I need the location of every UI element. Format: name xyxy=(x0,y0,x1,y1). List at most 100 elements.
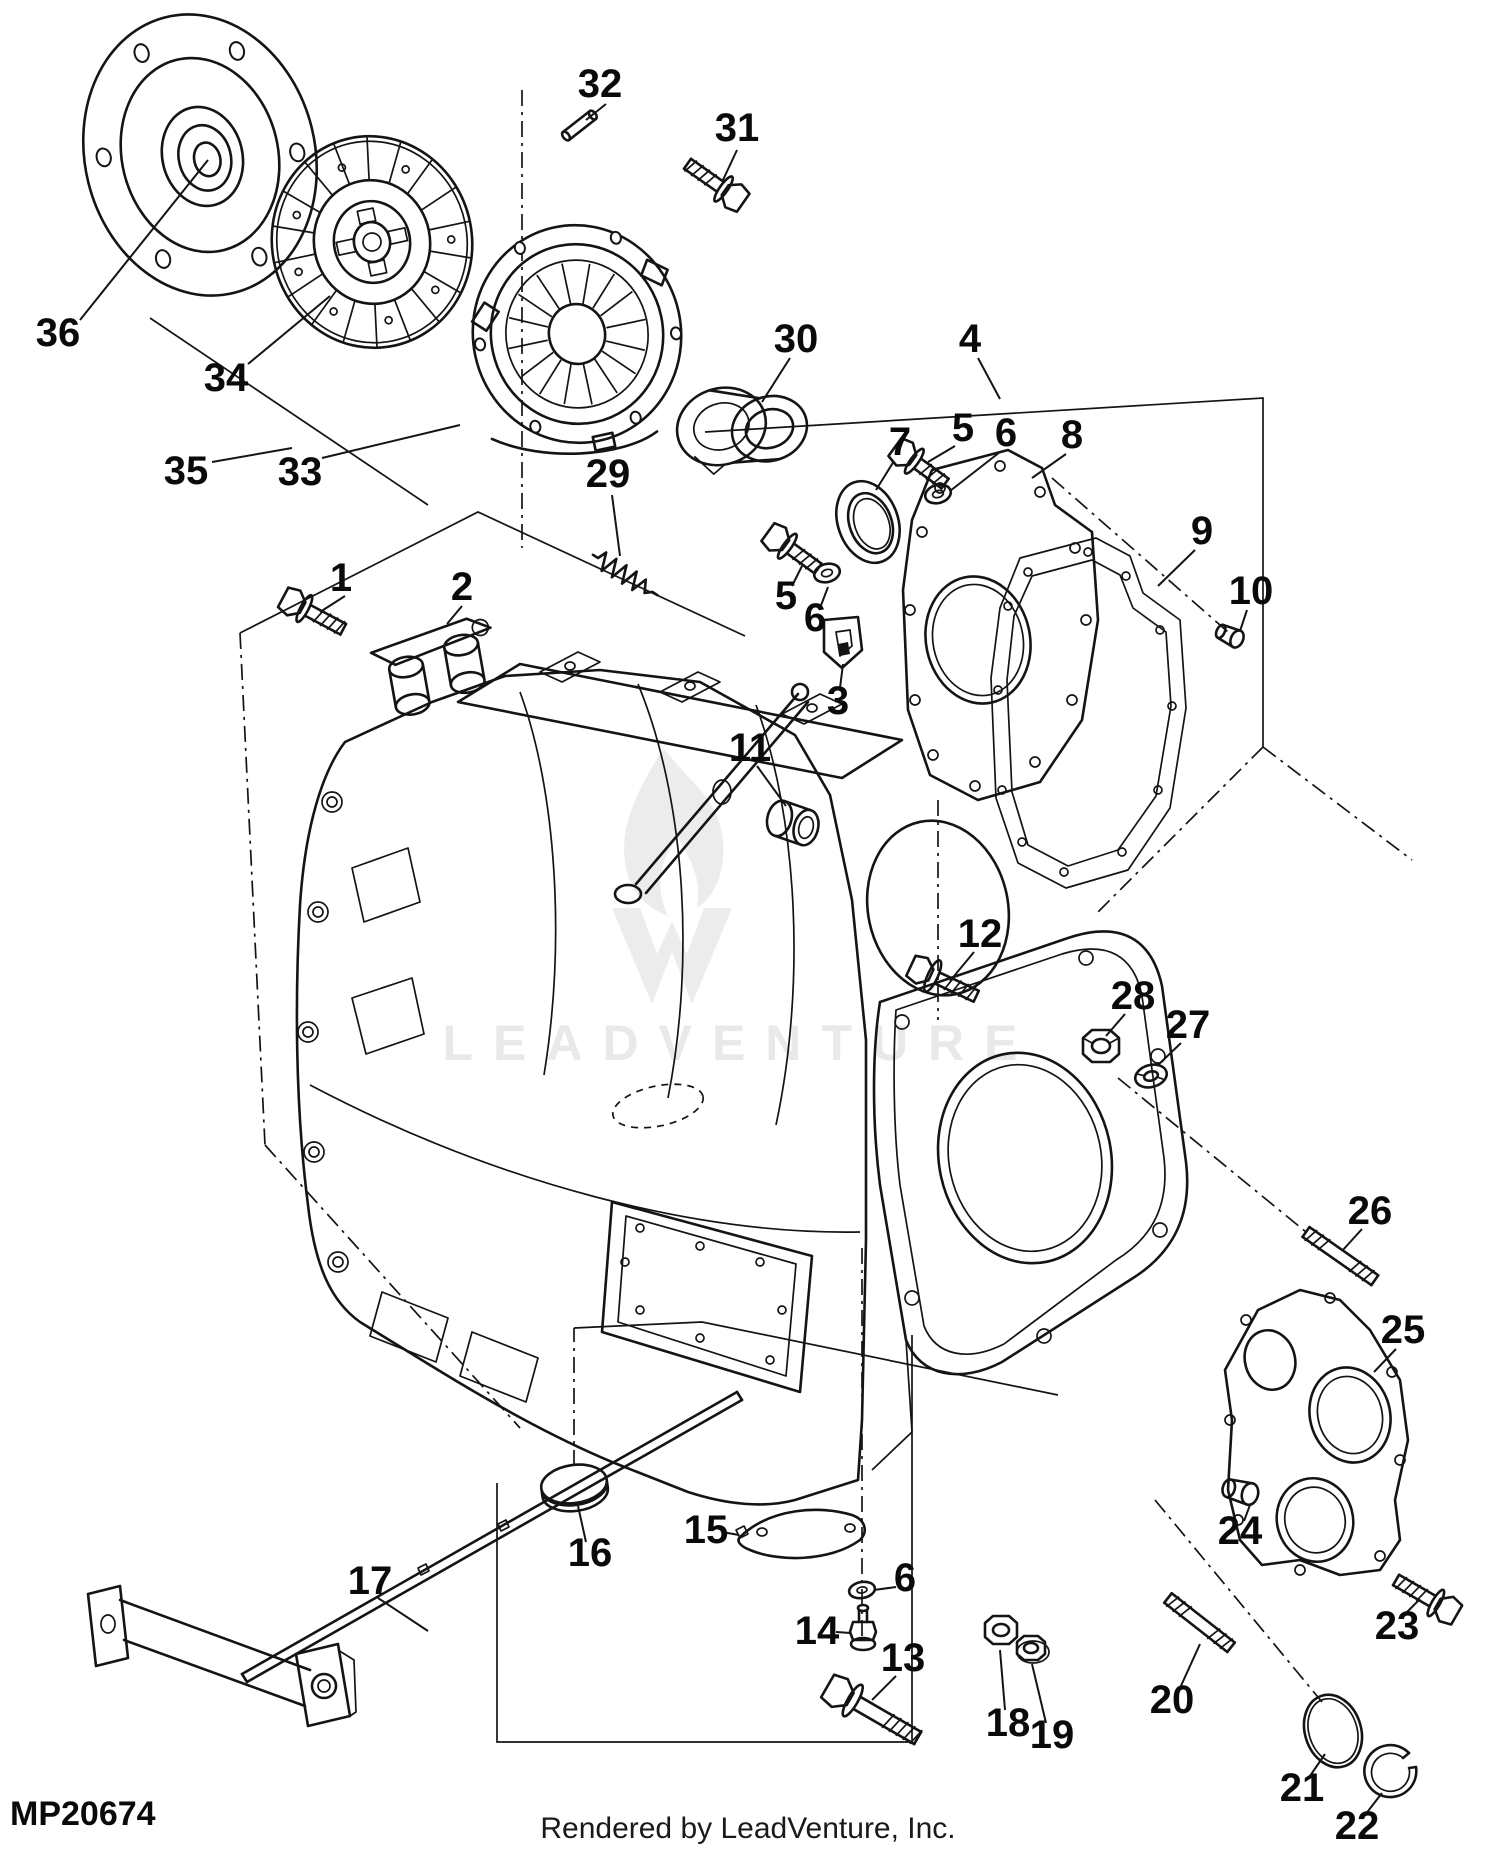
leader-line-27 xyxy=(1156,1042,1182,1067)
leader-line-5 xyxy=(927,445,956,463)
pivot-bracket xyxy=(369,617,492,716)
callout-30: 30 xyxy=(774,317,819,361)
rear-cover-holes xyxy=(1224,1292,1406,1576)
callout-29: 29 xyxy=(586,452,631,496)
leader-line-5 xyxy=(791,565,803,587)
callout-35: 35 xyxy=(164,449,209,493)
callout-16: 16 xyxy=(568,1531,613,1575)
cover-gasket xyxy=(990,537,1187,889)
leader-line-29 xyxy=(611,494,621,557)
callout-31: 31 xyxy=(715,106,760,150)
callout-11: 11 xyxy=(729,726,771,770)
vent-plug-14 xyxy=(848,1603,878,1652)
snap-ring xyxy=(1363,1743,1418,1799)
callout-17: 17 xyxy=(348,1559,393,1603)
callout-28: 28 xyxy=(1111,974,1156,1018)
callout-34: 34 xyxy=(204,356,249,400)
spring xyxy=(591,551,659,597)
drawing-code: MP20674 xyxy=(10,1795,156,1833)
leader-line-4 xyxy=(977,357,1001,400)
washer-6-bottom xyxy=(847,1580,877,1600)
retainer-clip xyxy=(822,615,864,670)
plate-bolt-holes xyxy=(904,460,1092,792)
callout-9: 9 xyxy=(1191,509,1213,553)
release-bearing xyxy=(675,386,809,475)
leader-line-32 xyxy=(585,103,607,121)
cover-lugs xyxy=(470,258,669,452)
footer-credit: Rendered by LeadVenture, Inc. xyxy=(540,1812,955,1845)
front-cover-plate xyxy=(901,448,1100,802)
callout-1: 1 xyxy=(330,556,352,600)
callout-4: 4 xyxy=(959,317,982,361)
callout-19: 19 xyxy=(1030,1713,1075,1757)
leadventure-watermark: LEADVENTURE xyxy=(442,748,1037,1071)
damper-springs xyxy=(335,207,409,277)
leader-line-14 xyxy=(835,1631,852,1634)
nut-28 xyxy=(1081,1028,1121,1064)
leader-line-9 xyxy=(1157,549,1196,587)
callout-24: 24 xyxy=(1218,1509,1263,1553)
rear-cover xyxy=(1223,1288,1410,1577)
flange-nut-19 xyxy=(1015,1634,1050,1664)
leader-line-11 xyxy=(756,765,787,807)
callout-21: 21 xyxy=(1280,1766,1325,1810)
leader-line-10 xyxy=(1239,609,1248,632)
callout-33: 33 xyxy=(278,450,323,494)
clutch-disc xyxy=(270,134,474,350)
pressure-plate xyxy=(470,223,683,455)
callout-22: 22 xyxy=(1335,1804,1380,1848)
cover-disc xyxy=(1302,1693,1364,1769)
clutch-rod xyxy=(240,1390,744,1684)
leader-line-12 xyxy=(949,951,975,982)
callout-6: 6 xyxy=(894,1556,916,1600)
bolt-31 xyxy=(682,157,751,214)
callout-6: 6 xyxy=(995,411,1017,455)
plug-10 xyxy=(1214,623,1245,649)
leader-line-1 xyxy=(319,595,346,613)
callout-27: 27 xyxy=(1166,1003,1211,1047)
callout-36: 36 xyxy=(36,311,81,355)
leader-line-24 xyxy=(1243,1504,1251,1522)
oil-seal xyxy=(835,479,901,565)
leader-line-6 xyxy=(873,1586,897,1591)
washer-6-upper xyxy=(923,483,953,505)
bolt-1 xyxy=(276,586,348,636)
case-bosses xyxy=(297,791,349,1273)
callout-13: 13 xyxy=(881,1636,926,1680)
rivets xyxy=(292,163,456,325)
callout-14: 14 xyxy=(795,1609,840,1653)
leader-line-17 xyxy=(377,1597,429,1632)
construction-lines xyxy=(149,90,1413,1743)
callout-12: 12 xyxy=(958,912,1003,956)
gasket-holes xyxy=(993,547,1177,877)
leader-line-7 xyxy=(875,460,895,491)
callout-3: 3 xyxy=(827,679,849,723)
leader-line-33 xyxy=(321,424,461,459)
callout-25: 25 xyxy=(1381,1308,1426,1352)
strap-bracket xyxy=(86,1584,357,1728)
leader-line-22 xyxy=(1364,1792,1383,1816)
watermark-text: LEADVENTURE xyxy=(442,1015,1037,1071)
callout-6: 6 xyxy=(804,596,826,640)
callout-10: 10 xyxy=(1229,569,1274,613)
callout-7: 7 xyxy=(889,420,911,464)
leader-line-34 xyxy=(247,295,331,365)
watermark-chevron xyxy=(612,908,732,1004)
leader-line-21 xyxy=(1309,1753,1326,1777)
stud-26 xyxy=(1301,1225,1380,1287)
bushing xyxy=(765,799,820,847)
nut-18 xyxy=(983,1614,1019,1646)
leader-line-23 xyxy=(1403,1598,1421,1616)
leader-line-19 xyxy=(1031,1663,1047,1724)
callout-18: 18 xyxy=(986,1701,1031,1745)
callout-15: 15 xyxy=(684,1508,729,1552)
stud-20 xyxy=(1163,1591,1237,1654)
leader-line-25 xyxy=(1373,1348,1397,1373)
plug-24 xyxy=(1221,1478,1260,1507)
bolt-5-lower xyxy=(760,521,823,575)
leader-line-13 xyxy=(871,1675,897,1701)
callout-23: 23 xyxy=(1375,1604,1420,1648)
leader-line-8 xyxy=(1031,453,1067,479)
leader-line-15 xyxy=(721,1531,740,1536)
